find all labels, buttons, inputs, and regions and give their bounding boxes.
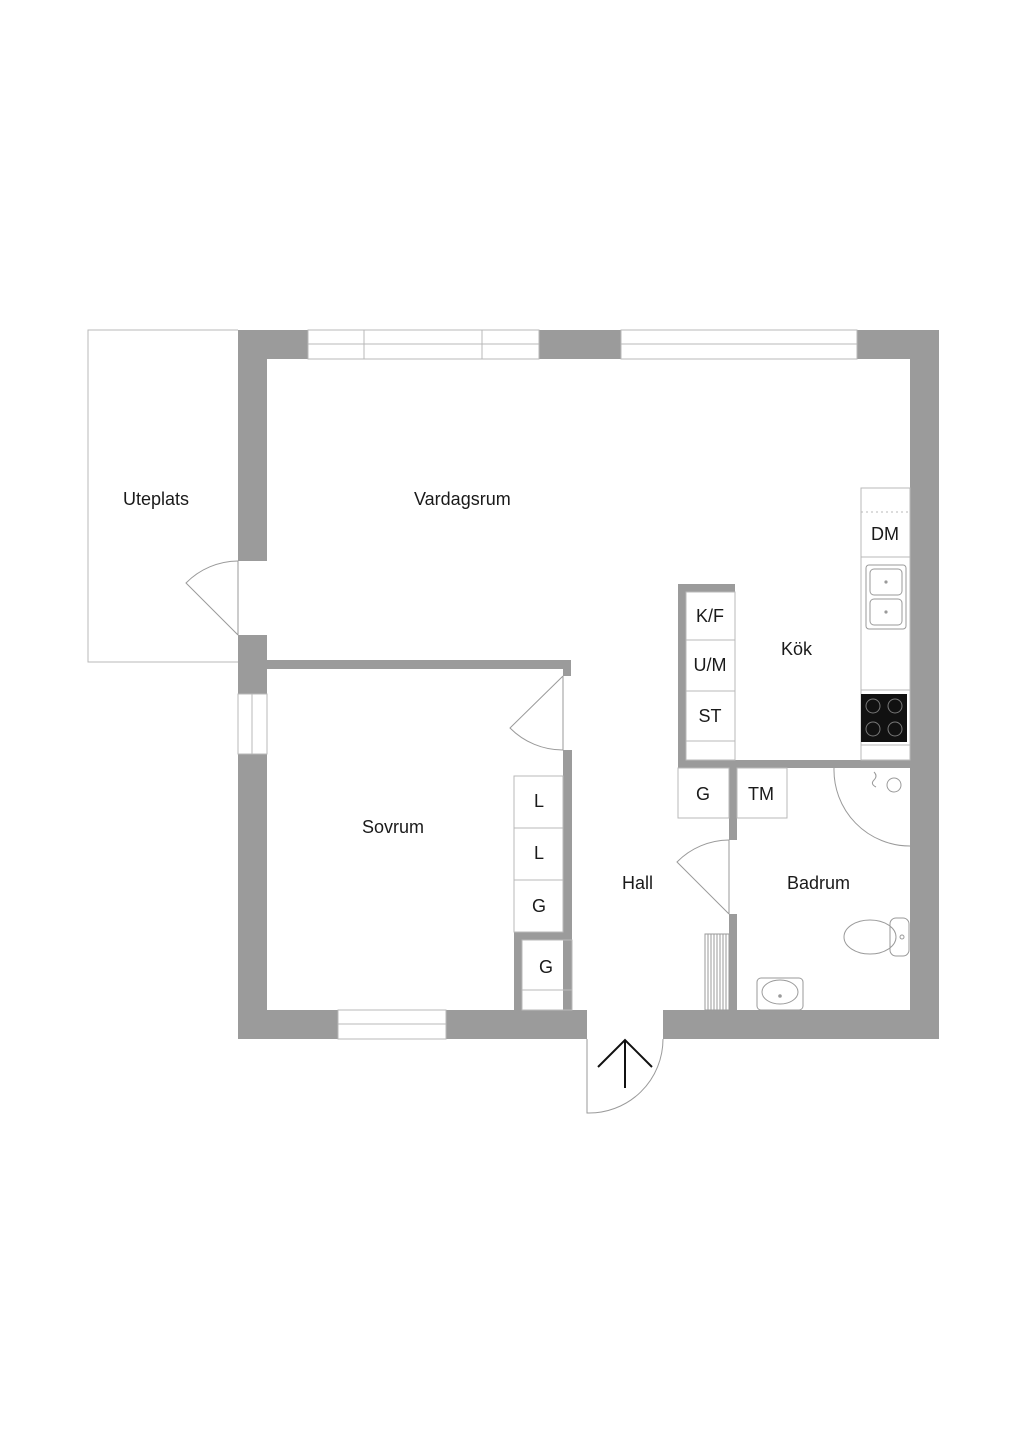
fixture-label-washing-machine: TM: [748, 784, 774, 804]
windows: [237, 329, 858, 1040]
stove-icon: [861, 694, 907, 742]
fixture-label-fridge-freezer: K/F: [696, 606, 724, 626]
hall-storage: [677, 767, 788, 819]
fixture-label-storage: ST: [698, 706, 721, 726]
room-label-hall: Hall: [622, 873, 653, 893]
interior-walls: [267, 584, 910, 1010]
washbasin-icon: [756, 977, 804, 1011]
toilet-icon: [843, 917, 910, 957]
outer-walls: [238, 330, 939, 1039]
patio-outline: [87, 329, 238, 663]
fixture-label-dishwasher: DM: [871, 524, 899, 544]
room-label-kok: Kök: [781, 639, 813, 659]
room-label-vardagsrum: Vardagsrum: [414, 489, 511, 509]
fixture-label-linen-1: L: [534, 791, 544, 811]
fixture-label-wardrobe-kitchen: G: [696, 784, 710, 804]
shower-icon: [833, 767, 911, 847]
room-label-uteplats: Uteplats: [123, 489, 189, 509]
room-label-sovrum: Sovrum: [362, 817, 424, 837]
entrance-arrow-icon: [597, 1038, 653, 1088]
room-label-badrum: Badrum: [787, 873, 850, 893]
fixture-label-linen-2: L: [534, 843, 544, 863]
bedroom-wardrobes: [513, 775, 573, 1011]
fixture-label-oven-microwave: U/M: [694, 655, 727, 675]
fixture-label-wardrobe-bedroom: G: [532, 896, 546, 916]
doors: [185, 560, 730, 1114]
sink-icon: [865, 564, 907, 630]
kitchen-units: [685, 591, 736, 761]
radiator-icon: [704, 933, 730, 1011]
fixture-label-wardrobe-hall: G: [539, 957, 553, 977]
kitchen-counter: [860, 487, 911, 761]
